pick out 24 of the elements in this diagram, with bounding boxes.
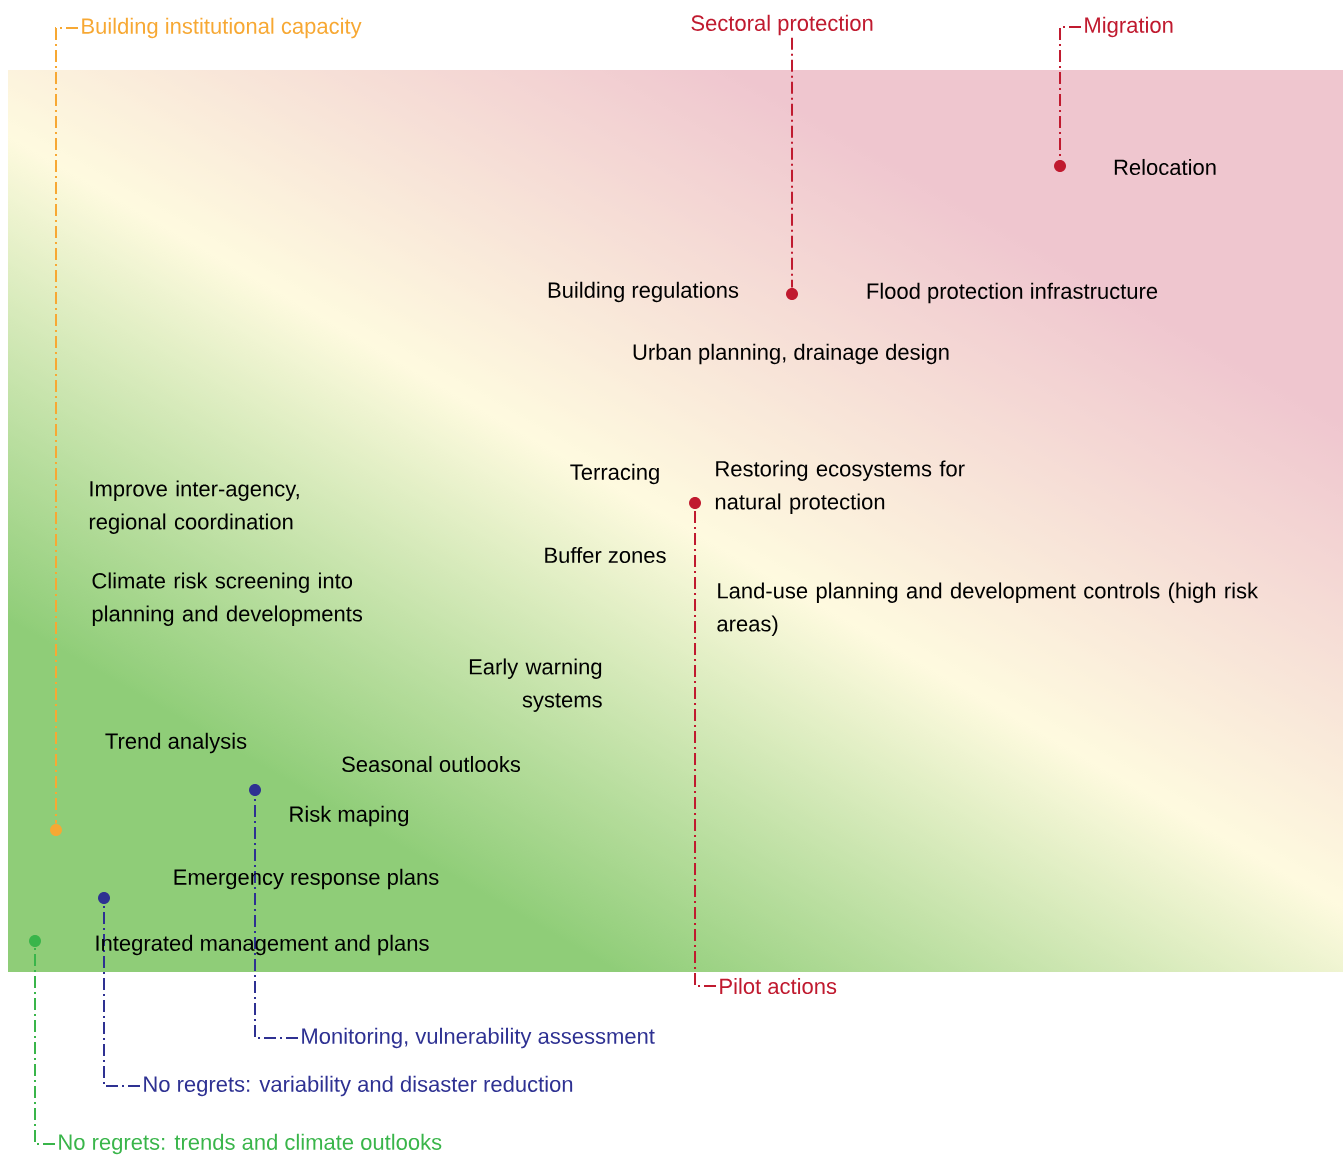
category-label: Pilot actions bbox=[720, 977, 837, 995]
item-label: Buffer zones bbox=[545, 546, 666, 564]
leader-line bbox=[34, 946, 56, 1145]
item-label: Land-use planning and development controls (high risk areas) bbox=[717, 582, 1259, 636]
category-label: Monitoring, vulnerability assessment bbox=[302, 1027, 655, 1049]
item-label: Emergency response plans bbox=[174, 868, 439, 890]
item-label: Integrated management and plans bbox=[96, 934, 429, 956]
item-label: Urban planning, drainage design bbox=[633, 343, 949, 365]
category-label: No regrets: variability and disaster reduction bbox=[144, 1075, 573, 1097]
category-label: Building institutional capacity bbox=[82, 17, 362, 39]
item-label: Climate risk screening into planning and developments bbox=[92, 572, 363, 626]
item-label: Improve inter-agency, regional coordination bbox=[89, 480, 299, 534]
category-label: No regrets: trends and climate outlooks bbox=[59, 1133, 442, 1155]
category-label: Sectoral protection bbox=[691, 14, 873, 36]
leader-line bbox=[103, 903, 141, 1087]
item-label: Risk maping bbox=[290, 805, 409, 827]
category-label: Migration bbox=[1085, 16, 1173, 38]
item-label: Early warning systems bbox=[469, 658, 602, 712]
item-label: Flood protection infrastructure bbox=[867, 282, 1158, 304]
leader-line bbox=[55, 27, 79, 825]
leader-line bbox=[791, 36, 793, 289]
item-label: Seasonal outlooks bbox=[342, 755, 521, 773]
item-label: Restoring ecosystems for natural protection bbox=[715, 460, 965, 514]
leader-line bbox=[694, 508, 717, 987]
